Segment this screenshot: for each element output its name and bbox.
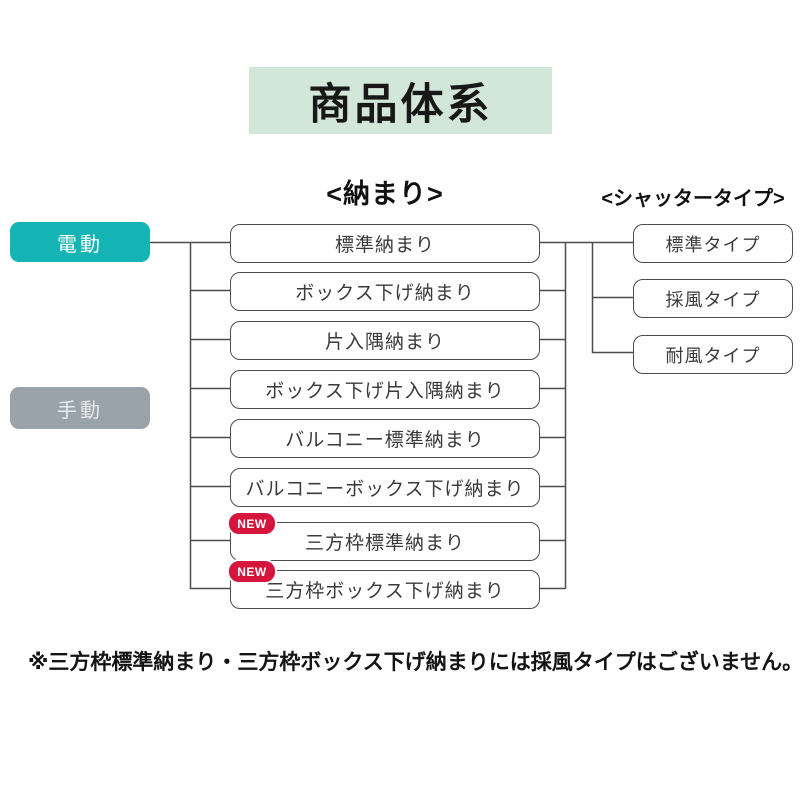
shutter-node-standard-type: 標準タイプ	[633, 224, 793, 263]
nakamari-node-balcony-standard: バルコニー標準納まり	[230, 419, 540, 458]
drive-node-electric: 電動	[10, 222, 150, 262]
nakamari-node-box-lowered: ボックス下げ納まり	[230, 272, 540, 311]
nakamari-column-header: <納まり>	[326, 179, 444, 209]
shutter-node-ventilation-type: 採風タイプ	[633, 279, 793, 318]
nakamari-node-three-side-frame-standard: 三方枠標準納まり	[230, 522, 540, 561]
nakamari-node-box-lowered-inside-corner: ボックス下げ片入隅納まり	[230, 370, 540, 409]
title-banner: 商品体系	[249, 67, 552, 134]
new-badge: NEW	[227, 559, 277, 584]
nakamari-node-inside-corner: 片入隅納まり	[230, 321, 540, 360]
nakamari-node-balcony-box-lowered: バルコニーボックス下げ納まり	[230, 468, 540, 507]
drive-node-manual: 手動	[10, 387, 150, 429]
footnote: ※三方枠標準納まり・三方枠ボックス下げ納まりには採風タイプはございません。	[28, 651, 800, 674]
new-badge: NEW	[227, 511, 277, 536]
page-title: 商品体系	[308, 80, 493, 129]
shutter-node-wind-resistant-type: 耐風タイプ	[633, 335, 793, 374]
shutter-type-column-header: <シャッタータイプ>	[601, 188, 785, 210]
nakamari-node-standard: 標準納まり	[230, 224, 540, 263]
nakamari-node-three-side-frame-box-lowered: 三方枠ボックス下げ納まり	[230, 570, 540, 609]
